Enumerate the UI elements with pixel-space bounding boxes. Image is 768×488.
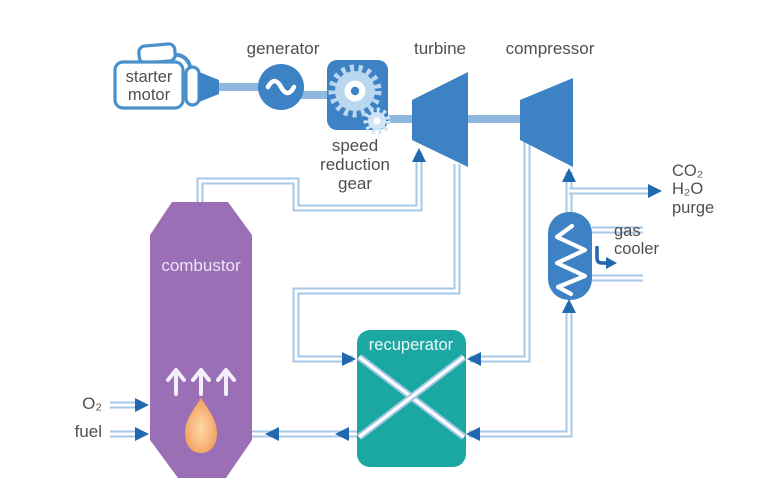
- pipe-recuperator-to-gascooler: [469, 306, 573, 438]
- speed-reduction-gear-icon: [327, 60, 391, 135]
- pipe-compressor-to-recuperator: [470, 141, 531, 363]
- flow-arrowheads: [135, 148, 662, 441]
- flame-icon: [185, 398, 217, 453]
- generator-label: generator: [246, 39, 320, 58]
- fuel-inlet-label: fuel: [74, 422, 102, 441]
- turbine-shape: [412, 72, 468, 167]
- combustor-shape: [150, 202, 252, 478]
- speed-reduction-gear-label: speed reduction gear: [320, 136, 390, 194]
- recuperator-shape: [356, 330, 467, 467]
- drive-shafts: [216, 83, 522, 123]
- o2-inlet-label: O₂: [82, 394, 102, 413]
- gas-cooler-flow-arrow-icon: [595, 246, 617, 269]
- turbine-label: turbine: [414, 39, 466, 58]
- purge-label: CO₂ H₂O purge: [672, 162, 715, 217]
- starter-motor-label: starter motor: [125, 68, 173, 105]
- compressor-shape: [520, 78, 573, 167]
- gas-cooler-icon: [548, 212, 592, 300]
- recuperator-label: recuperator: [368, 336, 454, 354]
- generator-icon: [258, 64, 304, 110]
- combustor-label: combustor: [161, 256, 241, 275]
- starter-motor-shape: [113, 42, 219, 110]
- pipe-turbine-to-recuperator: [292, 164, 461, 363]
- pipe-combustor-to-turbine: [196, 153, 423, 212]
- gas-cooler-label: gas cooler: [614, 222, 659, 259]
- compressor-label: compressor: [505, 39, 595, 58]
